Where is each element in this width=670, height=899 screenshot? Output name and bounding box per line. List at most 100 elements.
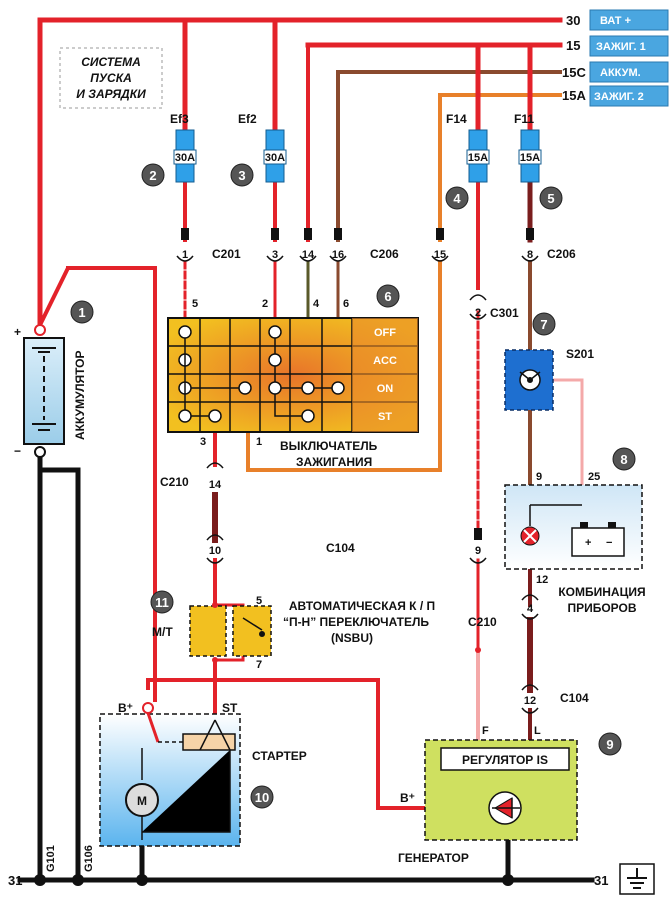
fuse-ef3-name: Ef3 — [170, 112, 189, 126]
regulator-label: РЕГУЛЯТОР IS — [462, 753, 548, 767]
gen-l-label: L — [534, 725, 541, 737]
rail-15a-tag-text: ЗАЖИГ. 2 — [594, 91, 644, 103]
cluster-pin-12: 12 — [536, 574, 548, 586]
fuse-ef2-name: Ef2 — [238, 112, 257, 126]
rail-15-tag-text: ЗАЖИГ. 1 — [596, 41, 646, 53]
b-plus-link-wire — [146, 678, 427, 810]
starter-b-plus: B⁺ — [118, 701, 133, 715]
gen-b-plus: B⁺ — [400, 791, 415, 805]
switch-pos-st: ST — [378, 411, 392, 423]
callout-8: 8 — [620, 452, 627, 467]
nsbu-pin-5: 5 — [256, 595, 262, 607]
callout-2: 2 — [149, 168, 156, 183]
title-line-1: СИСТЕМА — [81, 55, 141, 69]
pin-4: 4 — [527, 603, 534, 615]
pin-2: 2 — [475, 307, 481, 319]
switch-pin-3: 3 — [200, 436, 206, 448]
callouts: 1 2 3 4 5 6 7 8 9 10 11 — [70, 163, 636, 809]
pin-8: 8 — [527, 249, 533, 261]
pin-16: 16 — [332, 249, 344, 261]
pin-14b: 14 — [209, 479, 222, 491]
switch-label-1: ВЫКЛЮЧАТЕЛЬ — [280, 439, 378, 453]
fuse-f11-name: F11 — [514, 112, 534, 126]
fuse-ef2-rating: 30A — [265, 152, 285, 164]
nsbu-label-3: (NSBU) — [331, 631, 373, 645]
ground-g101: G101 — [45, 845, 57, 872]
rail-30-number: 30 — [566, 13, 580, 28]
rail-30-tag — [589, 9, 669, 31]
connector-c206-b: C206 — [547, 247, 576, 261]
rail-tags: 30 ВАТ + 15 ЗАЖИГ. 1 15C АККУМ. 15A ЗАЖИ… — [562, 9, 669, 107]
splice-s201-label: S201 — [566, 347, 594, 361]
switch-pos-on: ON — [377, 383, 394, 395]
generator-label: ГЕНЕРАТОР — [398, 851, 469, 865]
s201-pink-wire — [548, 378, 584, 507]
connector-pins: 1 3 14 16 15 8 C201 C206 C206 2 C301 — [176, 228, 576, 320]
nsbu-pin-7: 7 — [256, 659, 262, 671]
connector-c206-a: C206 — [370, 247, 399, 261]
fuse-ef3: Ef3 30A — [170, 112, 197, 183]
rail-30-tag-text: ВАТ + — [600, 15, 631, 27]
fuse-f14: F14 15A — [446, 112, 490, 183]
ground-31-right: 31 — [594, 873, 608, 888]
cluster-pin-9: 9 — [536, 471, 542, 483]
ground-31-left: 31 — [8, 873, 22, 888]
cluster-label-2: ПРИБОРОВ — [567, 601, 636, 615]
starter-label: СТАРТЕР — [252, 749, 307, 763]
callout-7: 7 — [540, 317, 547, 332]
nsbu-label-2: “П-Н” ПЕРЕКЛЮЧАТЕЛЬ — [283, 615, 429, 629]
callout-9: 9 — [606, 737, 613, 752]
left-column-connectors: 14 C210 10 C104 9 — [160, 462, 487, 564]
connector-c104-a: C104 — [326, 541, 355, 555]
nsbu-switch: 5 7 М/Т АВТОМАТИЧЕСКАЯ К / П “П-Н” ПЕРЕК… — [152, 595, 435, 671]
rail-15a-number: 15A — [562, 88, 586, 103]
fuses: Ef3 30A Ef2 30A F14 15A F11 15A — [170, 112, 542, 183]
rail-15-number: 15 — [566, 38, 580, 53]
rail-15c-tag-text: АККУМ. — [600, 67, 641, 79]
fuse-ef2: Ef2 30A — [238, 112, 287, 183]
mt-label: М/Т — [152, 625, 173, 639]
pin-3: 3 — [272, 249, 278, 261]
rail-15c-number: 15C — [562, 65, 586, 80]
pin-1: 1 — [182, 249, 188, 261]
ground-g106: G106 — [83, 845, 95, 872]
title-line-2: ПУСКА — [90, 71, 131, 85]
pin-9b: 9 — [475, 545, 481, 557]
battery-plus: + — [14, 325, 21, 339]
callout-11: 11 — [155, 595, 169, 610]
connector-c210-b: C210 — [468, 615, 497, 629]
callout-6: 6 — [384, 289, 391, 304]
switch-pin-4: 4 — [313, 298, 320, 310]
starter: B⁺ ST M СТАРТЕР — [99, 701, 307, 847]
pin-12b: 12 — [524, 695, 536, 707]
fuse-f11-rating: 15A — [520, 152, 540, 164]
switch-label-2: ЗАЖИГАНИЯ — [296, 455, 372, 469]
switch-pin-2: 2 — [262, 298, 268, 310]
pin-14: 14 — [302, 249, 315, 261]
switch-pin-1: 1 — [256, 436, 262, 448]
generator: F L РЕГУЛЯТОР IS B⁺ ГЕНЕРАТОР — [398, 725, 578, 865]
connector-c301: C301 — [490, 306, 519, 320]
title-box: СИСТЕМА ПУСКА И ЗАРЯДКИ — [59, 47, 163, 109]
battery-minus: − — [14, 444, 21, 458]
instrument-cluster: 9 25 + − 12 КОМБИНАЦИЯ ПРИБОРОВ — [504, 471, 646, 615]
gen-f-label: F — [482, 725, 489, 737]
battery-label: АККУМУЛЯТОР — [73, 351, 87, 441]
callout-3: 3 — [238, 168, 245, 183]
title-line-3: И ЗАРЯДКИ — [76, 87, 146, 101]
connector-c104-b: C104 — [560, 691, 589, 705]
rail-15-tag — [589, 35, 669, 57]
rail-15a-tag — [589, 85, 669, 107]
cluster-battery-plus: + — [585, 537, 591, 549]
connector-c201: C201 — [212, 247, 241, 261]
g106-wire — [37, 467, 81, 883]
ground-icon — [627, 868, 647, 889]
callout-4: 4 — [453, 191, 461, 206]
motor-symbol: M — [137, 794, 147, 808]
fuse-ef3-rating: 30A — [175, 152, 195, 164]
switch-pin-5: 5 — [192, 298, 198, 310]
switch-pos-off: OFF — [374, 327, 396, 339]
battery-b-plus-wire — [66, 266, 157, 702]
switch-pos-acc: ACC — [373, 355, 397, 367]
